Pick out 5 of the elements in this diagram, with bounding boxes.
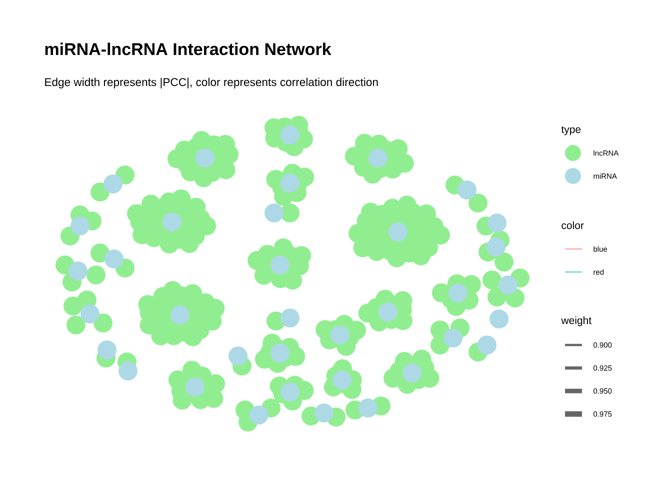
legend-heading: type — [561, 126, 581, 136]
title: miRNA-lncRNA Interaction Network — [45, 42, 332, 56]
legend-heading: color — [562, 221, 584, 230]
subtitle: Edge width represents |PCC|, color represents correlation direction — [45, 78, 378, 88]
legend-heading: weight — [561, 316, 592, 326]
